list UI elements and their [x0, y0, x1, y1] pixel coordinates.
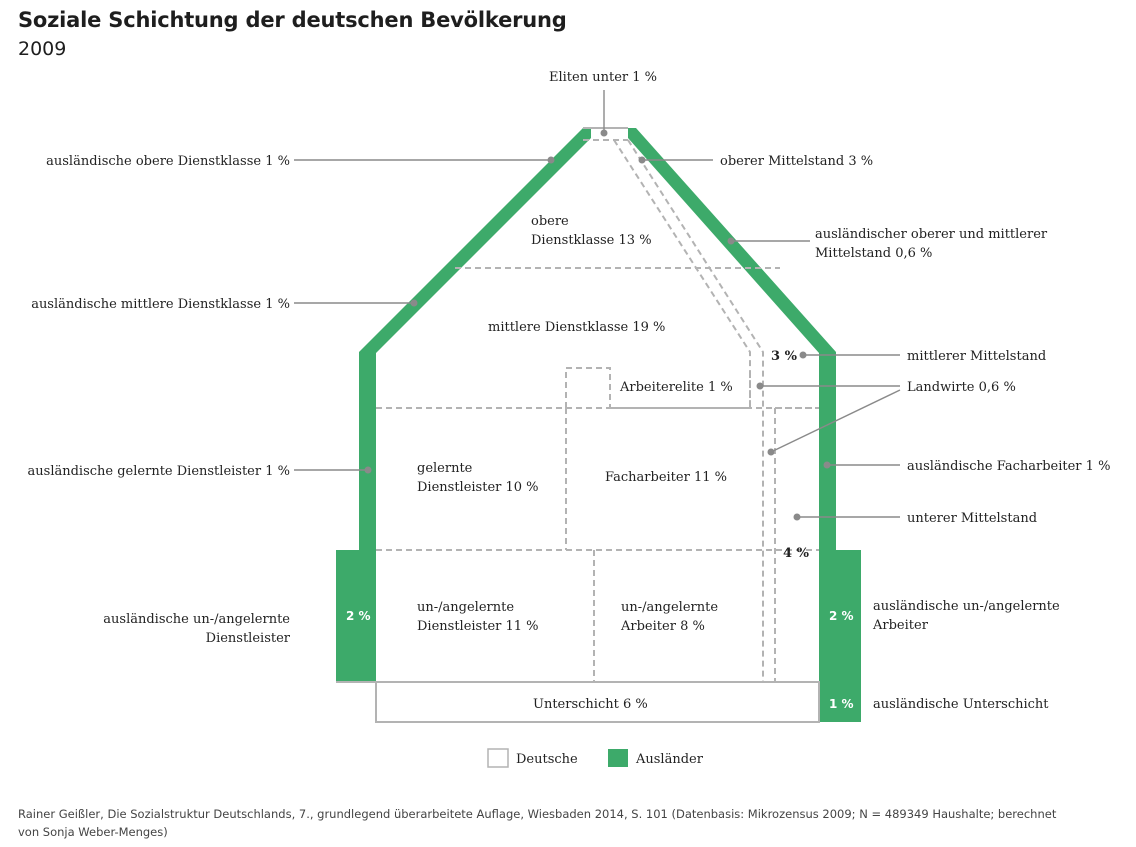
social-stratification-house: obere Dienstklasse 13 % mittlere Dienstk… — [28, 70, 1110, 768]
label-obere-dienstklasse-2: Dienstklasse 13 % — [531, 233, 652, 248]
label-unterschicht: Unterschicht 6 % — [533, 697, 648, 712]
foreign-box-unterschicht — [819, 682, 861, 722]
foreign-value-unterschicht: 1 % — [829, 697, 854, 711]
label-ungelernte-dienstleister-2: Dienstleister 11 % — [417, 619, 539, 634]
arbeiterelite-chimney — [565, 367, 611, 408]
label-mittlerer-mittelstand-value: 3 % — [771, 349, 798, 364]
chart-title: Soziale Schichtung der deutschen Bevölke… — [18, 8, 567, 32]
label-unterer-mittelstand-value: 4 % — [783, 546, 810, 561]
legend: Deutsche Ausländer — [487, 748, 704, 768]
legend-swatch-auslaender — [608, 749, 628, 767]
label-mittlerer-mittelstand: mittlerer Mittelstand — [907, 349, 1046, 364]
label-foreign-ungelernte-arbeiter-2: Arbeiter — [872, 618, 929, 633]
legend-label-deutsche: Deutsche — [516, 752, 578, 767]
label-unterer-mittelstand: unterer Mittelstand — [907, 511, 1037, 526]
label-foreign-ungelernte-dienstleister-2: Dienstleister — [206, 631, 291, 646]
dot-mittlerer-mittelstand — [799, 351, 807, 359]
label-facharbeiter: Facharbeiter 11 % — [605, 470, 727, 485]
dot-foreign-obere — [547, 156, 555, 164]
chart-subtitle: 2009 — [18, 38, 67, 60]
leader-landwirte-b — [770, 389, 901, 453]
unterschicht-box — [375, 681, 820, 723]
mittelstand-inner-stripe — [613, 139, 751, 408]
label-arbeiterelite: Arbeiterelite 1 % — [619, 380, 733, 395]
dot-foreign-gelernte — [364, 466, 372, 474]
dot-oberer-mittelstand — [638, 156, 646, 164]
foreign-box-ungelernte-arbeiter — [819, 550, 861, 682]
dot-landwirte-a — [756, 382, 764, 390]
label-gelernte-dienstleister-1: gelernte — [417, 461, 473, 476]
dot-foreign-facharbeiter — [823, 461, 831, 469]
foreign-roof-left — [359, 128, 591, 408]
label-foreign-gelernte: ausländische gelernte Dienstleister 1 % — [28, 464, 290, 479]
label-eliten: Eliten unter 1 % — [549, 70, 657, 85]
foreign-box-ungelernte-dienstleister — [336, 550, 376, 682]
label-foreign-ungelernte-dienstleister-1: ausländische un-/angelernte — [103, 612, 290, 627]
foreign-value-ungelernte-arbeiter: 2 % — [829, 609, 854, 623]
foreign-roof-right — [628, 128, 836, 408]
source-note: Rainer Geißler, Die Sozialstruktur Deuts… — [18, 807, 1057, 839]
dot-foreign-mittlere — [410, 299, 418, 307]
label-foreign-mittlere: ausländische mittlere Dienstklasse 1 % — [31, 297, 290, 312]
dot-eliten — [600, 129, 608, 137]
dot-landwirte-b — [767, 448, 775, 456]
foreign-wall-left — [359, 408, 376, 550]
label-foreign-mittelstand-1: ausländischer oberer und mittlerer — [815, 227, 1048, 242]
legend-swatch-deutsche — [487, 748, 509, 768]
dot-unterer-mittelstand — [793, 513, 801, 521]
label-ungelernte-arbeiter-2: Arbeiter 8 % — [620, 619, 705, 634]
label-ungelernte-arbeiter-1: un-/angelernte — [621, 600, 718, 615]
label-landwirte: Landwirte 0,6 % — [907, 380, 1016, 395]
foreign-wall-right — [819, 408, 836, 550]
label-foreign-obere: ausländische obere Dienstklasse 1 % — [46, 154, 290, 169]
arbeiterelite-box — [610, 368, 751, 409]
label-ungelernte-dienstleister-1: un-/angelernte — [417, 600, 514, 615]
label-mittlere-dienstklasse: mittlere Dienstklasse 19 % — [488, 320, 665, 335]
label-foreign-facharbeiter: ausländische Facharbeiter 1 % — [907, 459, 1110, 474]
label-obere-dienstklasse-1: obere — [531, 214, 569, 229]
label-gelernte-dienstleister-2: Dienstleister 10 % — [417, 480, 539, 495]
dot-foreign-mittelstand — [727, 237, 735, 245]
label-foreign-mittelstand-2: Mittelstand 0,6 % — [815, 246, 932, 261]
foreign-value-ungelernte-dienstleister: 2 % — [346, 609, 371, 623]
mittelstand-outer-stripe — [627, 139, 764, 682]
label-oberer-mittelstand: oberer Mittelstand 3 % — [720, 154, 873, 169]
label-foreign-ungelernte-arbeiter-1: ausländische un-/angelernte — [873, 599, 1060, 614]
label-foreign-unterschicht: ausländische Unterschicht — [873, 697, 1049, 712]
legend-label-auslaender: Ausländer — [635, 752, 704, 767]
